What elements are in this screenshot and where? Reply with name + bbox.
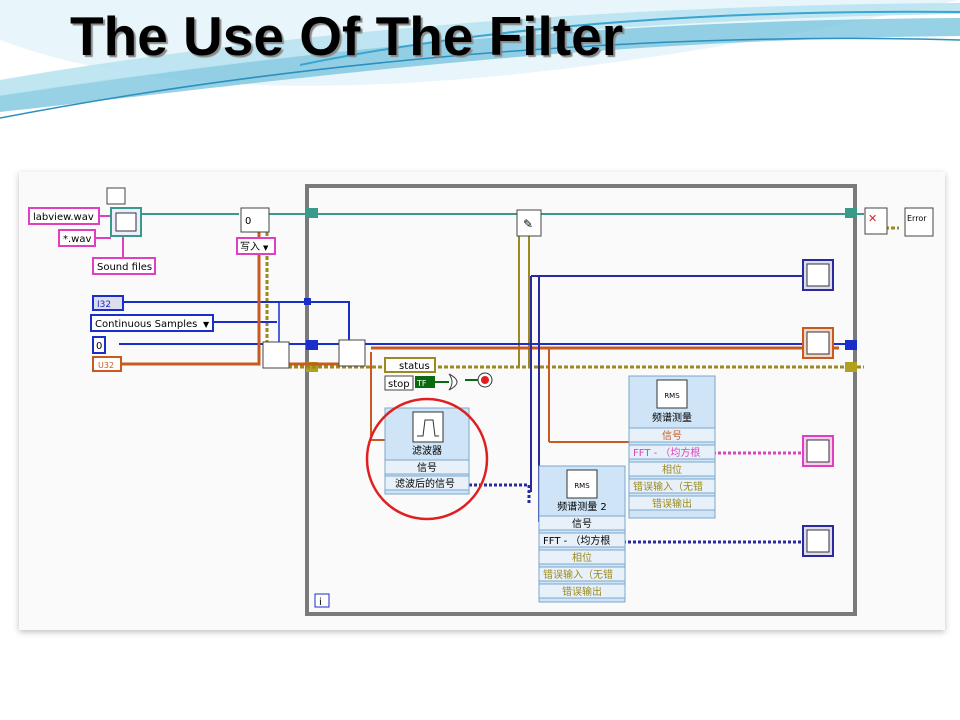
spectrum-error-in[interactable] xyxy=(628,478,716,494)
filter-signal-label: 信号 xyxy=(417,462,437,474)
spectrum2-signal-label: 信号 xyxy=(572,518,592,530)
tf-label: TF xyxy=(416,379,427,388)
filter-title: 滤波器 xyxy=(412,444,442,457)
simple-error-handler-vi[interactable] xyxy=(904,207,934,237)
spectrum-error-out[interactable] xyxy=(628,495,716,511)
spectrum-fft-output[interactable] xyxy=(628,444,716,460)
filtered-signal-label: 滤波后的信号 xyxy=(395,477,455,490)
close-file-vi[interactable] xyxy=(864,207,888,235)
spectrum2-error-out-label: 错误输出 xyxy=(562,585,602,598)
status-label: status xyxy=(399,361,430,372)
chevron-down-icon: ▼ xyxy=(263,244,269,252)
spectrum2-fft-output[interactable] xyxy=(538,532,626,548)
write-mode-value: 写入 xyxy=(240,241,260,253)
shift-register-right-1[interactable] xyxy=(845,208,857,218)
sound-files-value: Sound files xyxy=(97,262,152,273)
spectrum2-title: 频谱测量 2 xyxy=(557,500,607,513)
spectrum2-error-in[interactable] xyxy=(538,566,626,582)
stop-label-box xyxy=(384,375,414,391)
slide-title: The Use Of The Filter xyxy=(70,5,624,67)
path-wires xyxy=(95,215,124,258)
open-file-vi[interactable] xyxy=(240,207,270,233)
close-icon: ✕ xyxy=(868,212,877,225)
spectrum2-phase-label: 相位 xyxy=(572,551,592,564)
u32-constant[interactable] xyxy=(92,356,122,372)
spectrum-phase-label: 相位 xyxy=(662,463,682,476)
iteration-label: i xyxy=(319,597,322,608)
block-diagram-screenshot: i labview.wav *.wav Sound files I32 Cont… xyxy=(19,172,945,630)
rms-icon xyxy=(656,379,688,409)
spectrum2-error-out[interactable] xyxy=(538,583,626,599)
zero-constant-value: 0 xyxy=(96,341,102,352)
spectrum-title: 频谱测量 xyxy=(652,411,692,424)
spectrum-error-in-label: 错误输入（无错 xyxy=(633,480,703,493)
spectrum2-signal-input[interactable] xyxy=(538,515,626,531)
spectrum-error-out-label: 错误输出 xyxy=(652,497,692,510)
title-swoosh-decoration xyxy=(0,0,960,119)
spectrum2-fft-label: FFT - （均方根 xyxy=(543,534,610,547)
block-diagram: i labview.wav *.wav Sound files I32 Cont… xyxy=(28,184,934,616)
chevron-down-icon: ▼ xyxy=(203,320,210,329)
rms-icon-label: RMS xyxy=(574,482,590,490)
while-loop-border[interactable] xyxy=(305,184,857,616)
error-handler-label: Error xyxy=(907,214,927,223)
stop-icon xyxy=(481,376,489,384)
file-dialog-icon[interactable] xyxy=(106,187,126,205)
rms-icon-label: RMS xyxy=(664,392,680,400)
graph-icon xyxy=(806,331,830,355)
filter-response-icon xyxy=(417,419,439,437)
stop-button-terminal[interactable] xyxy=(415,376,435,388)
spectrum2-error-in-label: 错误输入（无错 xyxy=(543,568,613,581)
pencil-icon: ✎ xyxy=(523,217,533,231)
graph-icon xyxy=(806,263,830,287)
task-wire xyxy=(119,301,845,345)
document-icon xyxy=(115,212,137,232)
spectrum2-phase-output[interactable] xyxy=(538,549,626,565)
open-index-value: 0 xyxy=(245,216,251,227)
spectrum-signal-label: 信号 xyxy=(662,430,682,442)
zero-constant[interactable] xyxy=(92,336,106,354)
iteration-terminal xyxy=(314,593,330,608)
shift-register-right-2[interactable] xyxy=(845,340,857,350)
filter-icon xyxy=(412,411,444,443)
filter-signal-input[interactable] xyxy=(384,459,470,475)
wire-junction xyxy=(304,298,311,305)
data-type-value: I32 xyxy=(97,300,111,310)
spectrum-signal-input[interactable] xyxy=(628,427,716,443)
sample-mode-ring[interactable] xyxy=(90,314,214,332)
rms-icon xyxy=(566,469,598,499)
status-unbundle xyxy=(384,357,436,373)
file-path-value: labview.wav xyxy=(33,212,94,223)
sound-output-config-vi[interactable] xyxy=(262,341,290,369)
graph-icon xyxy=(806,439,830,463)
spectrum-wire xyxy=(530,275,803,522)
or-gate xyxy=(448,373,458,391)
sound-output-write-vi[interactable] xyxy=(338,339,366,367)
spectrum-fft-label: FFT - （均方根 xyxy=(633,446,700,459)
spectrum-phase-output[interactable] xyxy=(628,461,716,477)
graph-icon xyxy=(806,529,830,553)
filtered-signal-output[interactable] xyxy=(384,475,470,491)
sample-mode-value: Continuous Samples xyxy=(95,319,197,330)
pattern-value: *.wav xyxy=(63,234,91,245)
stop-label: stop xyxy=(388,379,410,390)
shift-register-right-3[interactable] xyxy=(845,362,857,372)
filtered-signal-wire xyxy=(469,483,531,504)
write-mode-ring[interactable] xyxy=(236,237,276,255)
write-file-vi[interactable] xyxy=(516,209,542,237)
data-type-control[interactable] xyxy=(92,295,124,311)
u32-constant-value: U32 xyxy=(98,361,114,370)
highlight-circle xyxy=(365,397,489,521)
